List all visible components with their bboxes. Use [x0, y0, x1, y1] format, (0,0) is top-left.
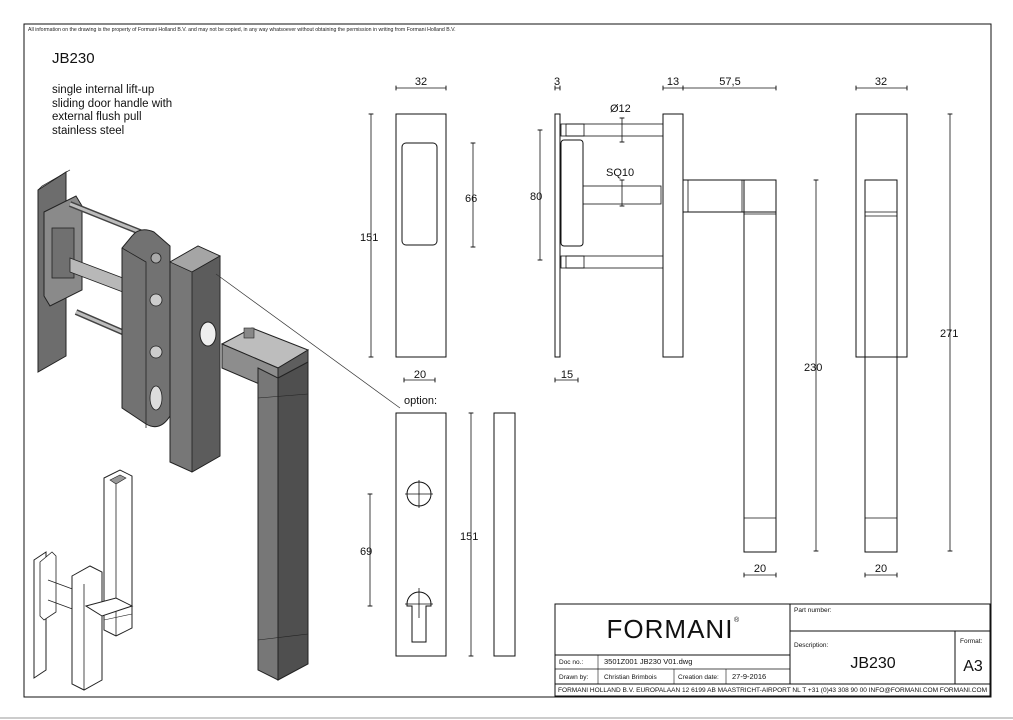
copyright-notice: All information on the drawing is the pr… [28, 27, 456, 33]
dim-option-spacing: 69 [360, 546, 372, 558]
creation-date-value: 27-9-2016 [732, 672, 766, 681]
brand-logo: FORMANI [607, 614, 734, 644]
description-line: sliding door handle with [52, 97, 173, 110]
dim-spindle-square: SQ10 [606, 167, 634, 179]
dim-pull-width: 32 [415, 76, 427, 88]
product-description: single internal lift-up sliding door han… [52, 84, 172, 138]
dim-rose-width: 32 [875, 76, 887, 88]
description-value: JB230 [850, 655, 895, 672]
dim-rose-offset: 13 [667, 76, 679, 88]
small-isometric-view [33, 469, 134, 691]
part-number-label: Part number: [794, 607, 832, 614]
description-line: stainless steel [52, 124, 125, 137]
dim-rose-depth: 20 [875, 563, 887, 575]
isometric-view [37, 169, 401, 681]
option-label: option: [404, 395, 437, 407]
option-view [367, 412, 516, 657]
dim-pull-recess: 66 [465, 193, 477, 205]
drawn-by-label: Drawn by: [559, 674, 588, 681]
dim-handle-projection: 57,5 [719, 76, 740, 88]
description-line: single internal lift-up [52, 84, 155, 96]
doc-no-value: 3501Z001 JB230 V01.dwg [604, 657, 692, 666]
dim-rose-spacing: 80 [530, 191, 542, 203]
dim-rose-height: 271 [940, 328, 958, 340]
dim-base-depth: 15 [561, 369, 573, 381]
drawn-by-value: Christian Brimbois [604, 674, 657, 681]
product-code: JB230 [52, 50, 95, 67]
dim-pull-depth: 20 [414, 369, 426, 381]
format-value: A3 [963, 658, 983, 675]
dim-spindle-diameter: Ø12 [610, 103, 631, 115]
brand-registered-mark: ® [734, 616, 740, 624]
dim-handle-length: 230 [804, 362, 822, 374]
creation-date-label: Creation date: [678, 674, 719, 681]
sheet-border [23, 23, 992, 698]
format-label: Format: [960, 638, 983, 645]
description-label: Description: [794, 642, 829, 649]
dim-pull-height: 151 [360, 232, 378, 244]
dim-option-height: 151 [460, 531, 478, 543]
description-line: external flush pull [52, 111, 142, 123]
title-block [554, 603, 991, 697]
side-view [537, 85, 819, 578]
dim-plate-thickness: 3 [554, 76, 560, 88]
pull-front-view [368, 85, 476, 383]
dim-handle-width: 20 [754, 563, 766, 575]
company-footer: FORMANI HOLLAND B.V. EUROPALAAN 12 6199 … [558, 687, 987, 694]
rear-view [855, 85, 953, 578]
doc-no-label: Doc no.: [559, 659, 583, 666]
